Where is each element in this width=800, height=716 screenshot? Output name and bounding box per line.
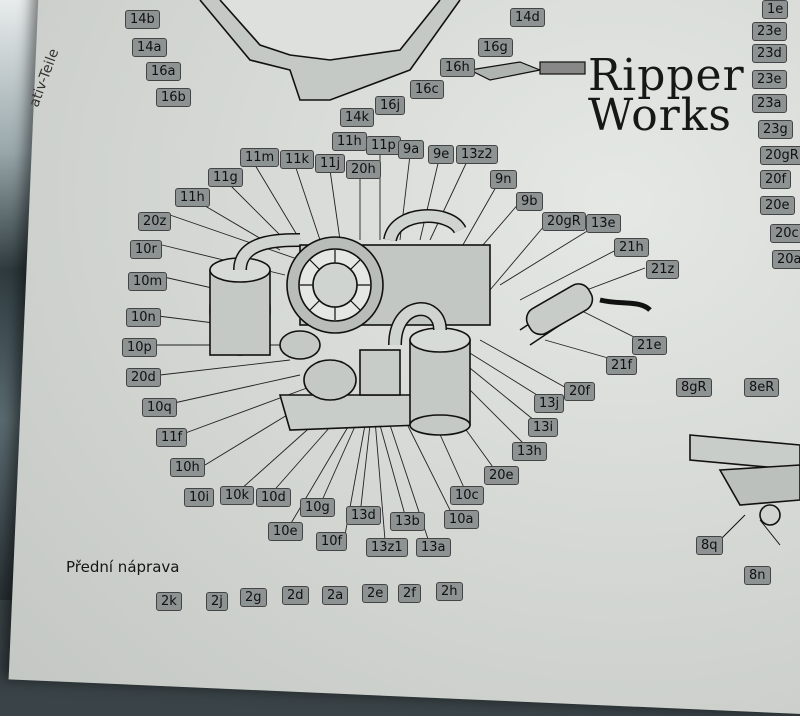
part-label: 14k (340, 108, 375, 127)
part-label: 13z2 (456, 145, 498, 164)
part-label: 2g (240, 588, 267, 607)
part-label: 23g (758, 120, 793, 139)
part-label: 21z (646, 260, 680, 279)
part-label: 23a (752, 94, 787, 113)
part-label: 20e (760, 196, 795, 215)
part-label: 20gR (760, 146, 800, 165)
part-label: 23e (752, 70, 787, 89)
part-label: 13d (346, 506, 381, 525)
axle-illustration (689, 434, 800, 546)
part-label: 2k (156, 592, 182, 611)
part-label: 8gR (676, 378, 712, 397)
part-label: 23d (752, 44, 787, 63)
part-label: 16a (146, 62, 181, 81)
part-label: 16g (478, 38, 513, 57)
part-label: 10p (122, 338, 157, 357)
section-title: Přední náprava (66, 558, 180, 576)
part-label: 20d (126, 368, 161, 387)
part-label: 20gR (542, 212, 586, 231)
part-label: 10f (316, 532, 348, 551)
part-label: 10e (268, 522, 303, 541)
brand-logo: Ripper Works (588, 50, 745, 141)
part-label: 10c (450, 486, 484, 505)
part-label: 10n (126, 308, 161, 327)
part-label: 10h (170, 458, 205, 477)
part-label: 16b (156, 88, 191, 107)
part-label: 16h (440, 58, 475, 77)
part-label: 21e (632, 336, 667, 355)
part-label: 14b (125, 10, 160, 29)
part-label: 10d (256, 488, 291, 507)
part-label: 2f (398, 584, 421, 603)
part-label: 10m (128, 272, 168, 291)
part-label: 11p (366, 136, 401, 155)
part-label: 13a (416, 538, 451, 557)
part-label: 20e (484, 466, 519, 485)
part-label: 20f (564, 382, 596, 401)
part-label: 20z (138, 212, 172, 231)
part-label: 11h (332, 132, 367, 151)
part-label: 20h (346, 160, 381, 179)
part-label: 20a (772, 250, 800, 269)
part-label: 20f (760, 170, 792, 189)
part-label: 2a (322, 586, 349, 605)
part-label: 11m (240, 148, 280, 167)
part-label: 8q (696, 536, 723, 555)
part-label: 13i (528, 418, 559, 437)
part-label: 9n (490, 170, 517, 189)
part-label: 11k (280, 150, 315, 169)
part-label: 9a (398, 140, 425, 159)
part-label: 14d (510, 8, 545, 27)
part-label: 13j (534, 394, 565, 413)
part-label: 23e (752, 22, 787, 41)
engine-illustration (209, 209, 652, 436)
part-label: 11h (175, 188, 210, 207)
part-label: 14a (132, 38, 167, 57)
brand-line-1: Ripper (588, 50, 745, 101)
part-label: 10a (444, 510, 479, 529)
part-label: 13z1 (366, 538, 408, 557)
part-label: 16c (410, 80, 444, 99)
brand-line-2: Works (588, 90, 733, 141)
part-label: 1e (762, 0, 789, 19)
part-label: 21f (606, 356, 638, 375)
part-label: 9b (516, 192, 543, 211)
assembly-diagram (149, 0, 800, 546)
part-label: 13h (512, 442, 547, 461)
scalpel-icon (468, 61, 586, 81)
part-label: 11f (156, 428, 188, 447)
top-assembly-illustration (199, 0, 461, 101)
part-label: 9e (428, 145, 455, 164)
part-label: 10k (220, 486, 255, 505)
part-label: 2d (282, 586, 309, 605)
part-label: 13e (586, 214, 621, 233)
part-label: 2j (206, 592, 228, 611)
part-label: 10r (130, 240, 162, 259)
part-label: 2h (436, 582, 463, 601)
part-label: 2e (362, 584, 389, 603)
part-label: 11j (315, 154, 346, 173)
part-label: 10g (300, 498, 335, 517)
part-label: 20c (770, 224, 800, 243)
part-label: 16j (375, 96, 406, 115)
part-label: 13b (390, 512, 425, 531)
part-label: 8n (744, 566, 771, 585)
part-label: 10q (142, 398, 177, 417)
part-label: 11g (208, 168, 243, 187)
part-label: 8eR (744, 378, 780, 397)
part-label: 21h (614, 238, 649, 257)
part-label: 10i (184, 488, 215, 507)
